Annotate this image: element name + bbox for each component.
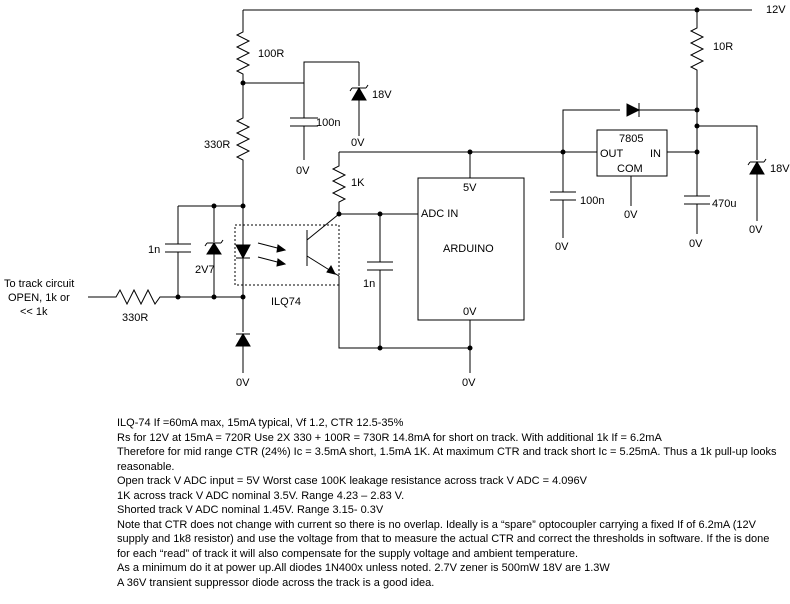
resistor-330r-upper: 330R xyxy=(204,83,251,206)
zener-2v7: 2V7 xyxy=(195,206,224,297)
capacitor-100n-left: 100n xyxy=(290,62,340,160)
resistor-100r-label: 100R xyxy=(258,48,284,60)
resistor-330r-input-label: 330R xyxy=(122,312,148,324)
regulator-out-label: OUT xyxy=(600,148,624,160)
opto-label: ILQ74 xyxy=(271,296,301,308)
note-line: Note that CTR does not change with curre… xyxy=(117,518,770,560)
opto-led xyxy=(235,206,287,297)
input-label-line1: To track circuit xyxy=(4,278,74,290)
resistor-100r: 100R xyxy=(235,10,284,83)
regulator-part-label: 7805 xyxy=(619,133,643,145)
zener-18v-top-label: 18V xyxy=(372,89,392,101)
gnd-diode-label: 0V xyxy=(236,377,250,389)
regulator-in-label: IN xyxy=(650,148,661,160)
opto-package xyxy=(234,224,340,286)
capacitor-1n-adc-label: 1n xyxy=(363,278,375,290)
resistor-1k-label: 1K xyxy=(351,177,365,189)
capacitor-1n-left-label: 1n xyxy=(148,244,160,256)
arduino-name-label: ARDUINO xyxy=(443,243,494,255)
input-label-line2: OPEN, 1k or xyxy=(8,292,70,304)
capacitor-470u: 470u xyxy=(684,152,736,234)
zener-2v7-label: 2V7 xyxy=(195,264,215,276)
arduino-5v-label: 5V xyxy=(463,182,477,194)
capacitor-1n-left: 1n xyxy=(148,206,191,297)
note-line: Shorted track V ADC nominal 1.45V. Range… xyxy=(117,504,384,516)
diode-track xyxy=(235,297,251,373)
opto-transistor xyxy=(306,213,340,277)
zener-18v-right-label: 18V xyxy=(770,163,790,175)
regulator-com-label: COM xyxy=(617,163,643,175)
gnd-regulator-label: 0V xyxy=(624,209,638,221)
zener-18v-right: 18V xyxy=(697,125,790,221)
resistor-10r-label: 10R xyxy=(713,41,733,53)
note-line: Open track V ADC input = 5V Worst case 1… xyxy=(117,475,587,487)
input-wiring: To track circuit OPEN, 1k or << 1k 330R xyxy=(4,278,246,324)
note-line: As a minimum do it at power up.All diode… xyxy=(117,562,610,574)
gnd-cap-470u-label: 0V xyxy=(689,238,703,250)
capacitor-1n-adc: 1n xyxy=(363,214,393,348)
capacitor-100n-right: 100n xyxy=(550,152,604,238)
capacitor-470u-label: 470u xyxy=(712,198,736,210)
note-line: ILQ-74 If =60mA max, 15mA typical, Vf 1.… xyxy=(117,417,404,429)
design-notes: ILQ-74 If =60mA max, 15mA typical, Vf 1.… xyxy=(117,416,782,590)
circuit-schematic: 12V 100R 18V 0V 100n 0V 330R 1n 2V7 xyxy=(4,4,790,389)
resistor-1k: 1K xyxy=(331,152,365,214)
gnd-zener-top-label: 0V xyxy=(351,137,365,149)
resistor-330r-upper-label: 330R xyxy=(204,139,230,151)
note-line: Therefore for mid range CTR (24%) Ic = 3… xyxy=(117,446,777,473)
zener-18v-top: 18V xyxy=(349,62,392,136)
note-line: A 36V transient suppressor diode across … xyxy=(117,576,435,589)
gnd-cap-100n-right-label: 0V xyxy=(555,241,569,253)
note-line: Rs for 12V at 15mA = 720R Use 2X 330 + 1… xyxy=(117,431,662,444)
gnd-arduino-label: 0V xyxy=(462,377,476,389)
resistor-10r: 10R xyxy=(689,10,733,152)
note-line: 1K across track V ADC nominal 3.5V. Rang… xyxy=(117,489,405,502)
arduino-module: 5V ADC IN ARDUINO 0V xyxy=(417,177,525,321)
supply-rail-12v: 12V xyxy=(243,4,786,16)
arduino-0v-label: 0V xyxy=(463,306,477,318)
diode-regulator-bypass xyxy=(626,103,697,117)
capacitor-100n-right-label: 100n xyxy=(580,195,604,207)
capacitor-100n-left-label: 100n xyxy=(316,117,340,129)
gnd-cap-left-label: 0V xyxy=(296,165,310,177)
input-label-line3: << 1k xyxy=(20,306,48,318)
arduino-adc-label: ADC IN xyxy=(421,208,458,220)
regulator-7805: 7805 OUT IN COM xyxy=(596,129,668,177)
gnd-zener-right-label: 0V xyxy=(749,224,763,236)
supply-label: 12V xyxy=(766,4,786,16)
